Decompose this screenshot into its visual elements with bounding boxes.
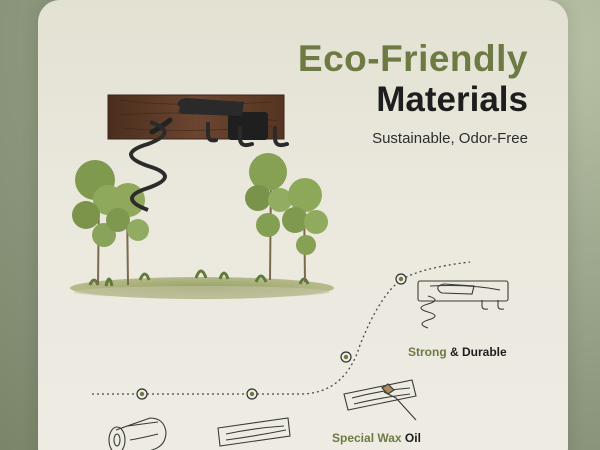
path-dot (246, 388, 258, 400)
caption-strong-durable: Strong & Durable (408, 345, 507, 359)
board-brush-icon (343, 379, 417, 421)
tree-icon (245, 153, 328, 283)
tool-rack-hero (107, 94, 289, 212)
caption-accent: Special Wax (332, 431, 402, 445)
path-dot (340, 351, 352, 363)
subtitle: Sustainable, Odor-Free (372, 130, 528, 147)
caption-accent: Strong (408, 345, 447, 359)
grass-island (70, 269, 334, 299)
caption-rest: & Durable (446, 345, 507, 359)
caption-rest: Oil (401, 431, 421, 445)
headline-materials: Materials (376, 80, 528, 119)
log-icon (108, 417, 167, 450)
plank-icon (217, 417, 291, 447)
rack-outline-icon (417, 280, 509, 329)
headline-eco-friendly: Eco-Friendly (297, 38, 528, 79)
caption-special-wax-oil: Special Wax Oil (332, 431, 421, 445)
journey-path (92, 261, 471, 395)
path-dot (395, 273, 407, 285)
path-dot (136, 388, 148, 400)
tree-icon (72, 160, 149, 286)
